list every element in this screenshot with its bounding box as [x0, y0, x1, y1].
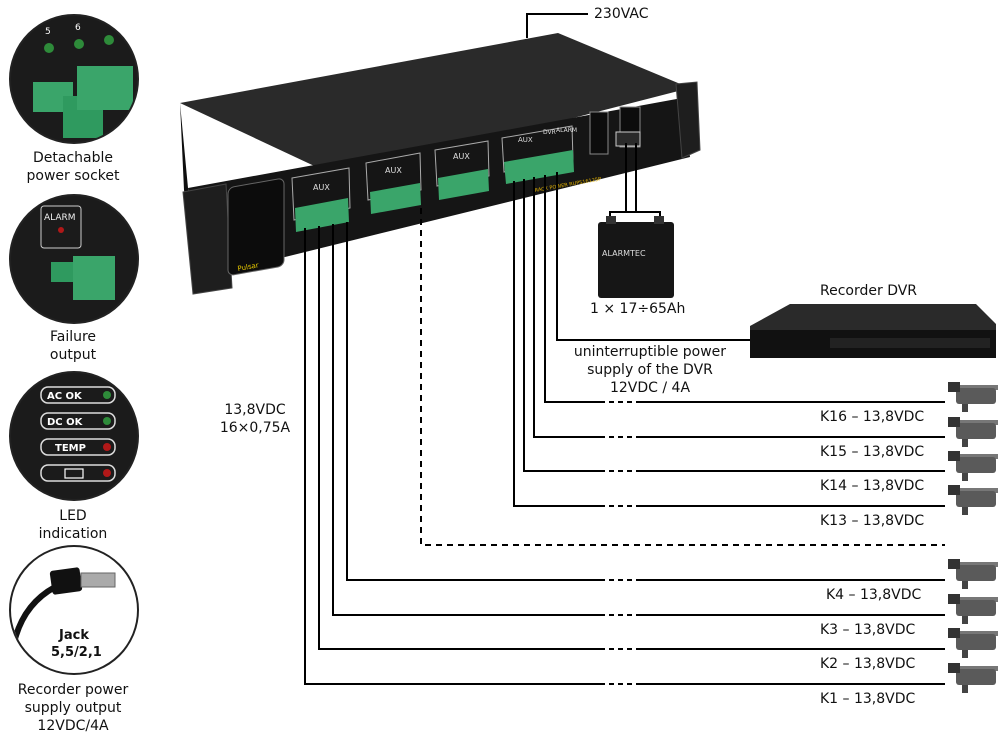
camera-label-k14: K14 – 13,8VDC [820, 478, 925, 494]
alarm-label: ALARM [556, 127, 577, 134]
terminal [370, 183, 421, 214]
dvr-supply-caption: uninterruptible power supply of the DVR … [560, 343, 740, 397]
camera-icon [948, 451, 998, 481]
jack-title: Jack [58, 628, 89, 643]
led-caption-line2: indication [38, 526, 108, 542]
camera-icon [948, 628, 998, 658]
camera-wires-lower [304, 222, 945, 685]
socket-number-6: 6 [75, 23, 81, 33]
failure-output-detail-image: ALARM [9, 194, 139, 324]
battery-brand: ALARMTEC [602, 249, 646, 258]
recorder-caption: Recorder DVR [820, 283, 918, 299]
socket-detail-image: 5 6 [9, 14, 139, 144]
dvr-supply-line2: supply of the DVR [587, 362, 713, 378]
camera-label-k16: K16 – 13,8VDC [820, 409, 925, 425]
total-output-line2: 16×0,75A [219, 420, 291, 436]
aux-title: AUX [385, 166, 402, 175]
total-output-line1: 13,8VDC [224, 402, 286, 418]
camera-icon [948, 485, 998, 515]
camera-icon [948, 594, 998, 624]
aux-title: AUX [518, 136, 533, 144]
jack-caption-line2: supply output [24, 700, 122, 716]
aux-block-5-8: AUX [365, 152, 422, 214]
battery-terminals [615, 131, 641, 147]
jack-size: 5,5/2,1 [51, 645, 102, 660]
jack-caption-line1: Recorder power [17, 682, 129, 698]
camera-label-k3: K3 – 13,8VDC [820, 622, 916, 638]
total-output-caption: 13,8VDC 16×0,75A [210, 401, 300, 437]
failure-caption: Failure output [3, 328, 143, 364]
battery-caption: 1 × 17÷65Ah [590, 301, 686, 317]
jack-detail-image: Jack 5,5/2,1 [9, 545, 139, 675]
failure-caption-line1: Failure [49, 329, 97, 345]
aux-block-1-4: AUX [291, 167, 351, 232]
led-ac-ok: AC OK [47, 391, 83, 402]
camera-label-k2: K2 – 13,8VDC [820, 656, 916, 672]
socket-caption-line2: power socket [26, 168, 120, 184]
socket-caption-line1: Detachable [32, 150, 113, 166]
camera-icon [948, 663, 998, 693]
led-dc-ok: DC OK [47, 417, 84, 428]
mains-label: 230VAC [594, 6, 649, 22]
camera-icon [948, 559, 998, 589]
dvr-label: DVR [543, 129, 556, 136]
aux-title: AUX [453, 152, 470, 161]
socket-caption: Detachable power socket [3, 149, 143, 185]
dvr-supply-wire [556, 172, 750, 341]
battery: ALARMTEC [598, 143, 674, 298]
camera-icon [948, 417, 998, 447]
device-top [180, 33, 690, 178]
dvr-supply-line1: uninterruptible power [573, 344, 727, 360]
aux-title: AUX [313, 183, 330, 192]
led-caption-line1: LED [59, 508, 87, 524]
cameras [948, 382, 998, 693]
aux-block-13-16: AUX DVR ALARM [501, 125, 577, 184]
brand-logo: Pulsar [237, 261, 259, 273]
jack-caption: Recorder power supply output 12VDC/4A [3, 681, 143, 735]
recorder-dvr [750, 304, 996, 358]
mains-cable [526, 13, 588, 38]
jack-caption-line3: 12VDC/4A [37, 718, 109, 734]
terminal [504, 150, 574, 184]
camera-label-k15: K15 – 13,8VDC [820, 444, 925, 460]
camera-label-k1: K1 – 13,8VDC [820, 691, 916, 707]
failure-caption-line2: output [49, 347, 97, 363]
terminal [438, 169, 489, 200]
battery-case [598, 222, 674, 298]
camera-label-k4: K4 – 13,8VDC [826, 587, 922, 603]
led-caption: LED indication [3, 507, 143, 543]
led-panel [227, 178, 285, 276]
led-indication-detail-image: AC OK DC OK TEMP [9, 371, 139, 501]
camera-wires-upper [513, 175, 945, 507]
socket-number-5: 5 [45, 27, 51, 37]
buzzer-panel [589, 111, 609, 155]
led-temp: TEMP [55, 443, 86, 454]
rack-power-supply: AUX AUX AUX AUX DVR ALARM Pulsar RACK PO… [180, 33, 701, 295]
terminal [295, 198, 349, 232]
camera-wires-middle-dashed [420, 208, 945, 546]
dvr-supply-line3: 12VDC / 4A [609, 380, 691, 396]
rack-ear-left [182, 183, 233, 295]
alarm-text: ALARM [44, 213, 76, 223]
camera-icon [948, 382, 998, 412]
rack-ear-right [675, 81, 701, 159]
aux-block-9-12: AUX [434, 140, 490, 200]
camera-label-k13: K13 – 13,8VDC [820, 513, 925, 529]
